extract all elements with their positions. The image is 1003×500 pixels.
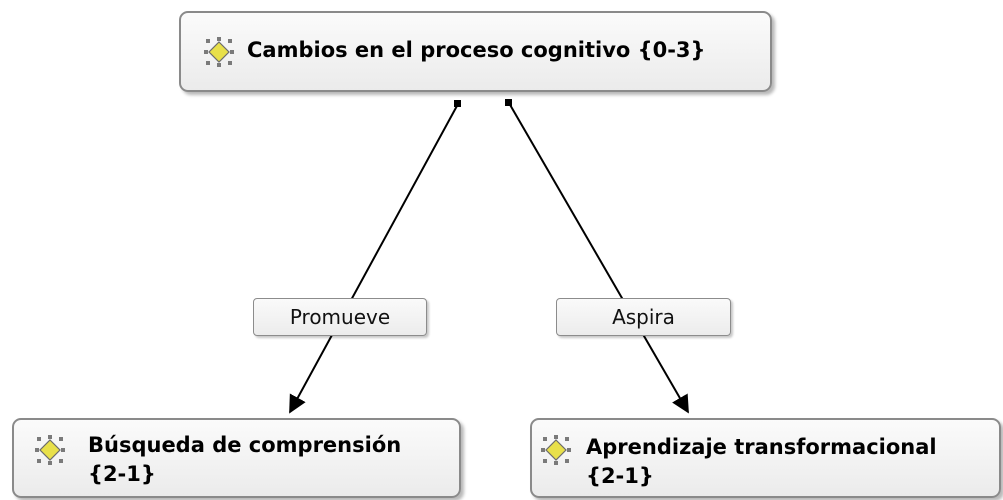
- relation-label-promueve[interactable]: Promueve: [253, 298, 427, 336]
- node-title: Cambios en el proceso cognitivo {0-3}: [247, 38, 706, 62]
- code-family-icon: [35, 435, 65, 465]
- edge-start-handle[interactable]: [505, 99, 512, 106]
- node-title-line2: {2-1}: [586, 464, 654, 488]
- node-aprendizaje-transformacional[interactable]: Aprendizaje transformacional {2-1}: [530, 418, 1001, 498]
- edge-promueve[interactable]: [289, 100, 461, 414]
- node-title-line2: {2-1}: [88, 462, 156, 486]
- node-title-line1: Búsqueda de comprensión: [88, 433, 402, 457]
- node-cambios-proceso-cognitivo[interactable]: Cambios en el proceso cognitivo {0-3}: [179, 11, 772, 92]
- code-family-icon: [541, 435, 571, 465]
- node-busqueda-comprension[interactable]: Búsqueda de comprensión {2-1}: [12, 418, 461, 498]
- edge-start-handle[interactable]: [454, 100, 461, 107]
- relation-label-aspira[interactable]: Aspira: [556, 298, 731, 336]
- edge-aspira[interactable]: [505, 99, 689, 414]
- node-title-line1: Aprendizaje transformacional: [586, 435, 937, 459]
- code-family-icon: [204, 37, 234, 67]
